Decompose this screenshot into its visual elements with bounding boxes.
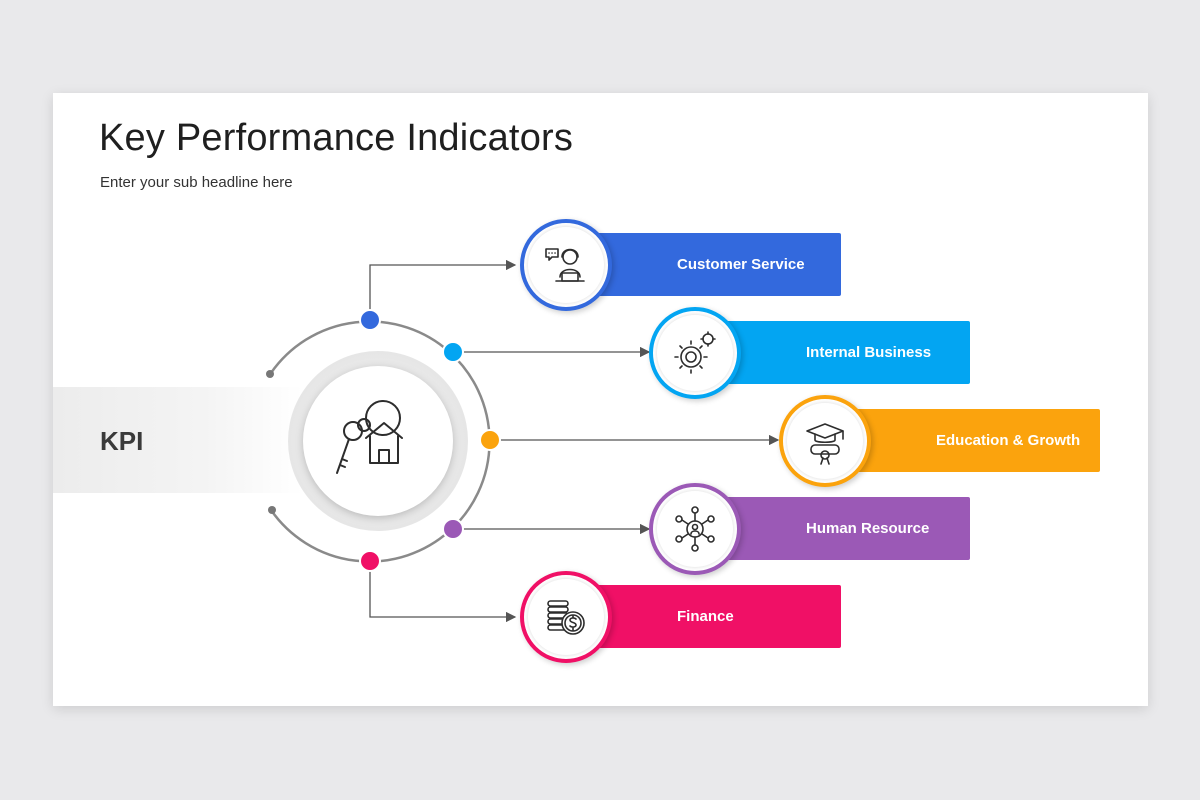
kpi-item-label: Internal Business [806, 344, 932, 361]
kpi-item-circle [649, 483, 741, 575]
gear-business-icon [674, 331, 716, 374]
ring-dot-5 [359, 550, 381, 572]
coins-dollar-icon [547, 600, 585, 635]
kpi-item-label: Human Resource [806, 520, 930, 537]
connector-5 [369, 561, 517, 623]
ring-end-bottom [268, 506, 276, 514]
ring-dot-3 [479, 429, 501, 451]
graduation-diploma-icon [806, 423, 844, 465]
kpi-item-circle [779, 395, 871, 487]
kpi-item-circle [520, 571, 612, 663]
kpi-item-circle [649, 307, 741, 399]
kpi-item-finance: Finance [571, 585, 841, 648]
page-subtitle: Enter your sub headline here [100, 174, 293, 191]
kpi-item-customer-service: Customer Service [571, 233, 841, 296]
connector-1 [369, 259, 517, 319]
page-title: Key Performance Indicators [99, 117, 574, 159]
customer-service-agent-icon [545, 248, 585, 282]
kpi-item-education-growth: Education & Growth [830, 409, 1100, 472]
kpi-item-label: Customer Service [677, 256, 805, 273]
ring-dot-2 [442, 341, 464, 363]
kpi-item-label: Education & Growth [936, 432, 1081, 449]
ring-dot-1 [359, 309, 381, 331]
people-network-icon [675, 506, 715, 552]
connector-diagram [266, 259, 780, 623]
kpi-item-internal-business: Internal Business [700, 321, 970, 384]
house-key-icon [336, 400, 403, 474]
ring-end-top [266, 370, 274, 378]
hub-inner [303, 366, 453, 516]
kpi-band [53, 387, 303, 493]
kpi-label: KPI [100, 426, 144, 456]
kpi-item-label: Finance [677, 608, 734, 625]
kpi-item-human-resource: Human Resource [700, 497, 970, 560]
kpi-item-circle [520, 219, 612, 311]
slide: Key Performance Indicators Enter your su… [53, 93, 1148, 706]
ring-dot-4 [442, 518, 464, 540]
